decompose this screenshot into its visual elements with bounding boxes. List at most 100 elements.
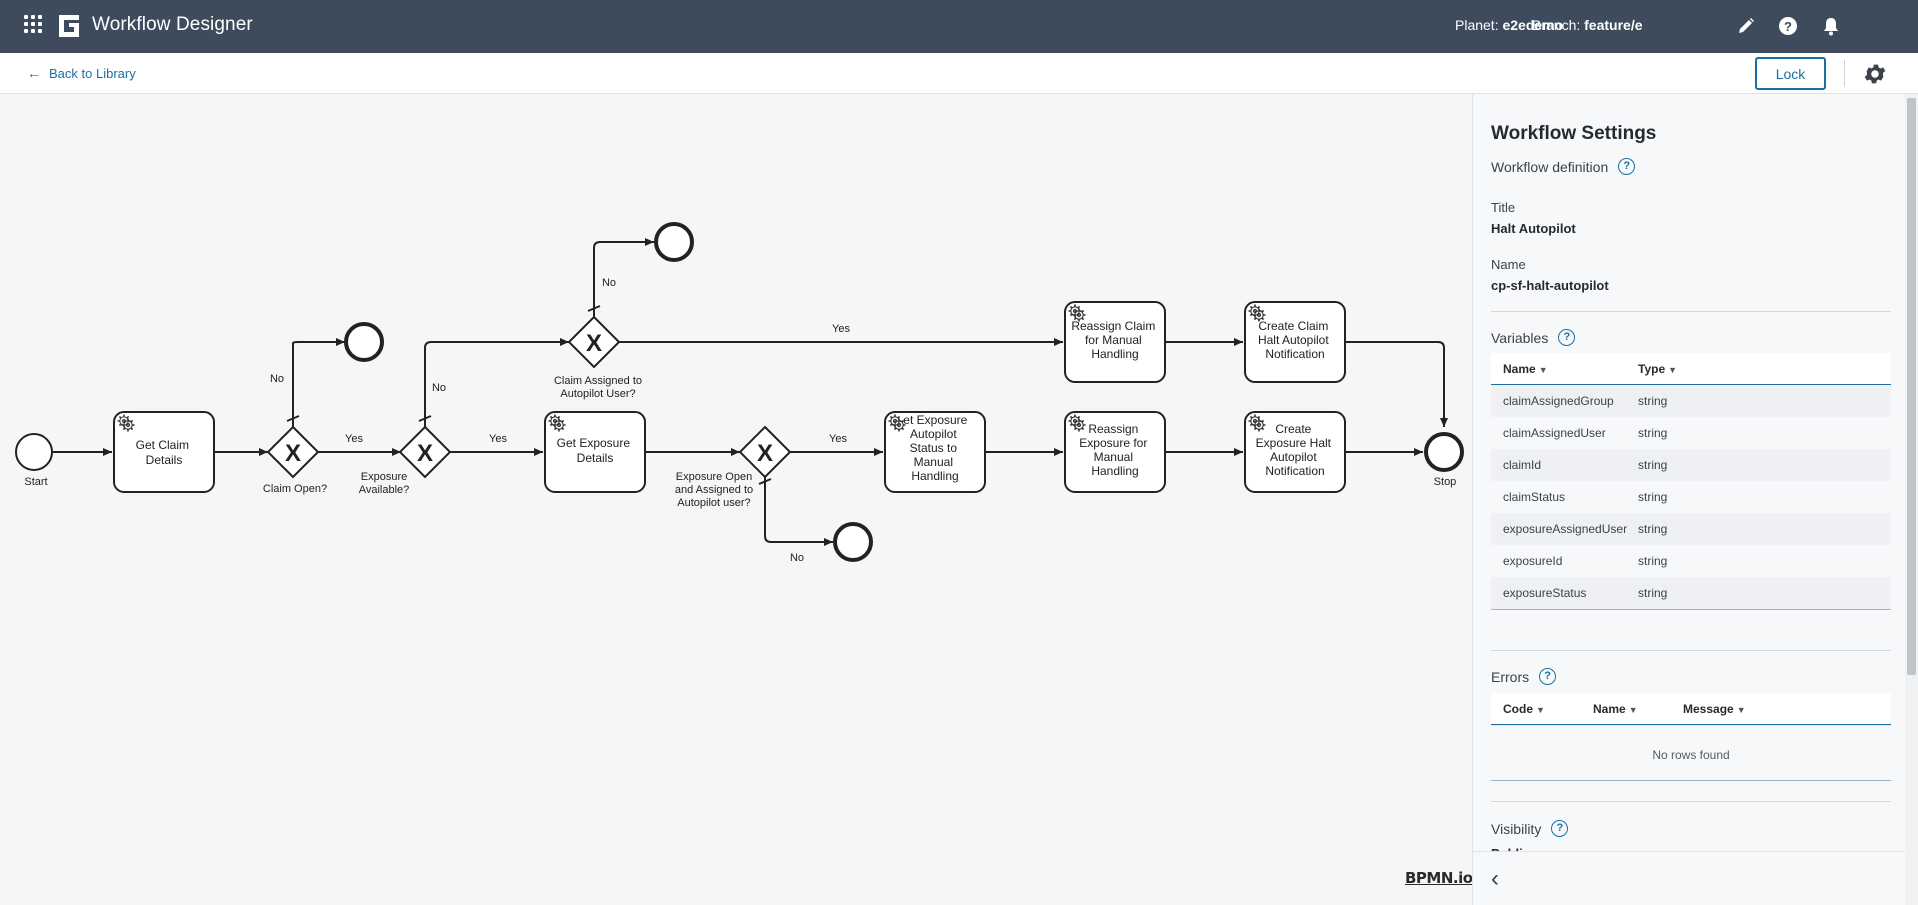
task-reassign-claim[interactable]: Reassign Claim for Manual Handling [1064,301,1166,383]
gateway-exposure-available[interactable]: X [398,425,452,479]
divider [1491,801,1891,802]
panel-footer: ‹ [1473,851,1906,905]
lock-button[interactable]: Lock [1755,57,1826,90]
pencil-icon[interactable] [1733,13,1759,39]
claim-open-label: Claim Open? [263,483,327,495]
sequence-flows [52,238,1448,546]
logo-icon [59,15,79,37]
bpmn-io-watermark[interactable]: BPMN.io [1405,869,1473,887]
workflow-settings-panel: Workflow Settings Workflow definition ? … [1472,94,1918,905]
bell-icon[interactable] [1818,13,1844,39]
planet-value: e2edemo [1502,17,1564,33]
name-label: Name [1491,257,1526,272]
task-reassign-exposure[interactable]: Reassign Exposure for Manual Handling [1064,411,1166,493]
stop-label: Stop [1434,476,1457,488]
title-label: Title [1491,200,1516,215]
chevron-down-icon: ▼ [1536,705,1545,715]
task-get-claim-details[interactable]: Get Claim Details [113,411,215,493]
end-event-not-autopilot-claim[interactable] [654,222,694,262]
task-set-exposure-autopilot-status[interactable]: et Exposure Autopilot Status to Manual H… [884,411,986,493]
gateway-claim-assigned[interactable]: X [567,315,621,369]
help-icon[interactable]: ? [1775,13,1801,39]
gateway-exposure-open[interactable]: X [738,425,792,479]
app-bar: Workflow Designer Planet: e2edemo Branch… [0,0,1918,53]
start-event[interactable] [15,433,53,471]
svg-text:X: X [285,440,301,467]
flow-label-no: No [602,277,616,289]
sub-toolbar: ← Back to Library Lock [0,53,1918,94]
svg-text:et Exposure Autopilot: et Exposure Autopilot Status to Manual H… [903,413,970,483]
exposure-open-label-1: Exposure Open [676,471,752,483]
end-event-exposure-closed[interactable] [833,522,873,562]
name-value: cp-sf-halt-autopilot [1491,278,1609,293]
bpmn-diagram[interactable]: X X X X Get Claim Details Get Ex [0,94,1472,905]
divider [1491,650,1891,651]
flow-claim-notif-to-stop [1344,341,1448,427]
panel-scrollbar[interactable] [1905,94,1918,905]
task-create-exposure-notification[interactable]: Create Exposure Halt Autopilot Notificat… [1244,411,1346,493]
svg-text:X: X [586,330,602,357]
help-circle-icon[interactable]: ? [1618,158,1636,175]
end-event-claim-closed[interactable] [344,322,384,362]
svg-text:Create Exposure Halt: Create Exposure Halt Autopilot Notificat… [1256,422,1335,478]
default-flow-markers [286,305,772,485]
help-circle-icon[interactable]: ? [1551,820,1569,837]
gateway-claim-open[interactable]: X [266,425,320,479]
branch-indicator: Branch: feature/e [1532,17,1643,33]
help-circle-icon[interactable]: ? [1539,668,1557,685]
variables-label: Variables ? [1491,329,1576,346]
scrollbar-thumb[interactable] [1907,98,1916,675]
claim-assigned-label-2: Autopilot User? [560,388,635,400]
exposure-open-label-2: and Assigned to [675,484,753,496]
flow-label-yes: Yes [829,433,847,445]
branch-value: feature/e [1584,17,1643,33]
svg-text:X: X [757,440,773,467]
flow-label-no: No [270,373,284,385]
apps-grid-icon[interactable] [24,15,46,37]
task-get-exposure-details[interactable]: Get Exposure Details [544,411,646,493]
chevron-left-icon[interactable]: ‹ [1491,865,1499,892]
panel-title: Workflow Settings [1491,123,1657,144]
column-header-message[interactable]: Message▼ [1683,702,1746,716]
claim-assigned-label-1: Claim Assigned to [554,375,642,387]
chevron-down-icon: ▼ [1538,365,1548,375]
column-header-name[interactable]: Name▼ [1593,702,1638,716]
flow-label-yes: Yes [345,433,363,445]
start-label: Start [24,476,47,488]
stop-event[interactable] [1424,432,1464,472]
help-circle-icon[interactable]: ? [1558,329,1576,346]
back-to-library-link[interactable]: ← Back to Library [27,65,136,81]
flow-label-yes: Yes [489,433,507,445]
errors-label: Errors ? [1491,668,1557,685]
exposure-available-label-2: Available? [359,484,410,496]
arrow-left-icon: ← [27,65,41,81]
exposure-open-label-3: Autopilot user? [677,497,750,509]
diagram-canvas[interactable]: X X X X Get Claim Details Get Ex [0,94,1473,905]
column-header-code[interactable]: Code▼ [1503,702,1545,716]
chevron-down-icon: ▼ [1628,705,1638,715]
svg-text:Reassign Exposure for: Reassign Exposure for Manual Handling [1079,422,1150,478]
chevron-down-icon: ▼ [1736,705,1746,715]
flow-exposure-open-no [764,477,833,546]
errors-table: Code▼ Name▼ Message▼ No rows found [1491,693,1891,781]
column-header-name[interactable]: Name▼ [1503,362,1548,376]
task-create-claim-notification[interactable]: Create Claim Halt Autopilot Notification [1244,301,1346,383]
diagram-labels: Start Stop Claim Open? Exposure Availabl… [24,277,1456,564]
flow-claim-assigned-no [593,238,654,317]
toolbar-divider [1844,60,1845,87]
variables-table-header: Name▼ Type▼ [1491,353,1891,385]
flow-label-no: No [432,382,446,394]
flow-label-yes: Yes [832,323,850,335]
column-header-type[interactable]: Type▼ [1638,362,1678,376]
flow-claim-open-no [292,338,345,427]
gear-icon[interactable] [1862,61,1888,87]
svg-text:Get Claim Details: Get Claim Details [136,438,193,467]
